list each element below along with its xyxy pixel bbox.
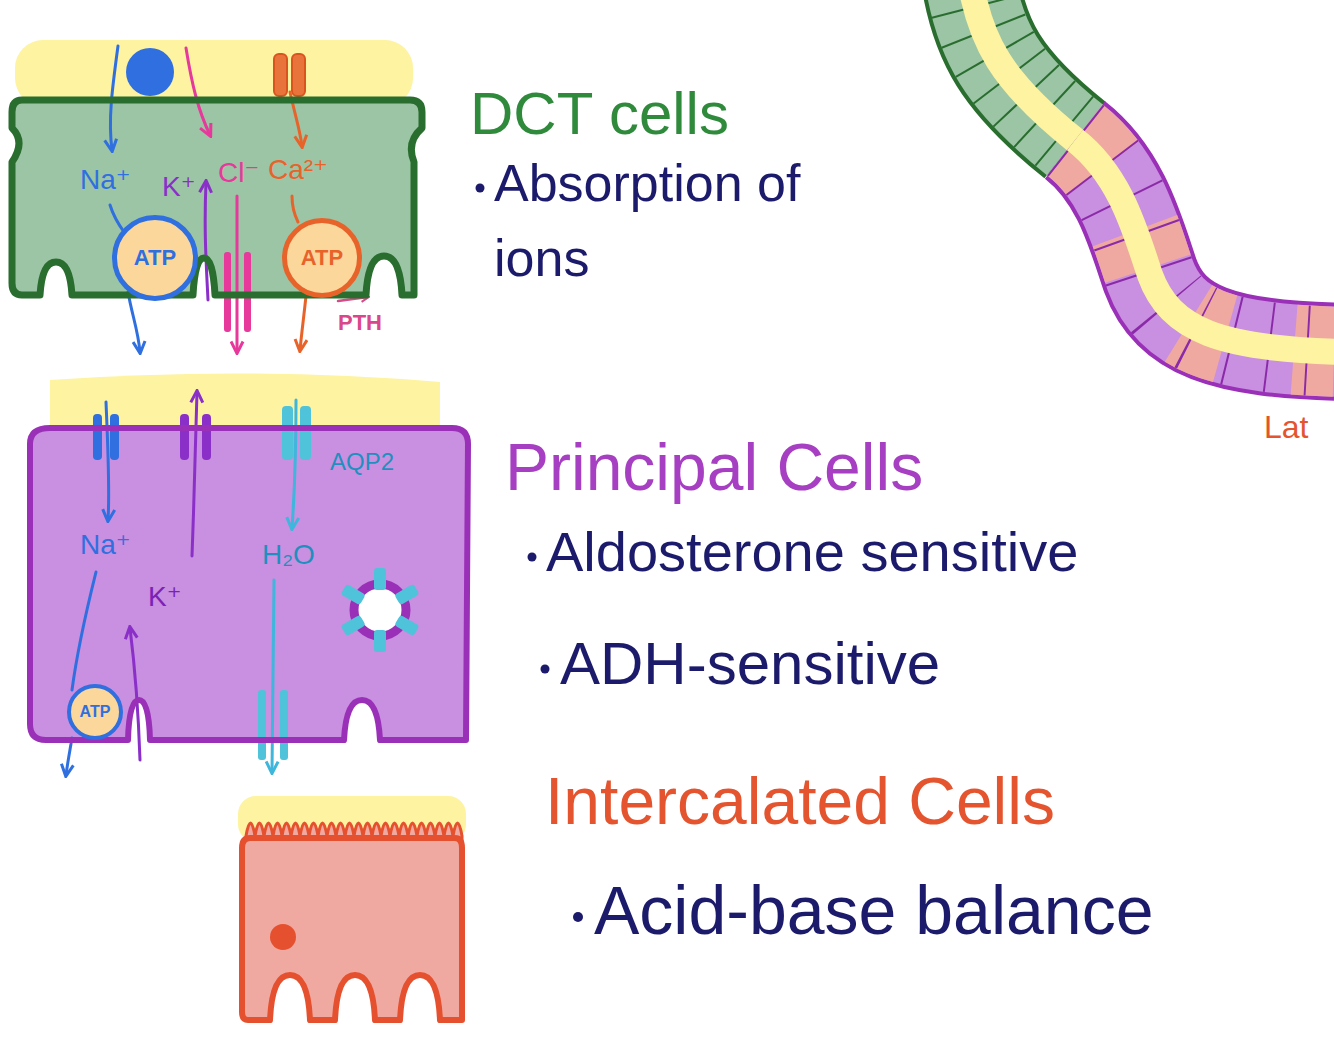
tubule-drawing bbox=[970, 0, 1075, 140]
dct-cell-art bbox=[128, 292, 140, 352]
dct-cell-art bbox=[15, 40, 413, 106]
dct-cell: Na⁺ K⁺ Cl⁻ Ca²⁺ ATP ATP bbox=[10, 98, 424, 298]
dct-cell-art bbox=[274, 54, 287, 96]
dct-cell-outline bbox=[10, 98, 424, 298]
principal-cell-art bbox=[341, 615, 366, 636]
principal-cell-art bbox=[202, 414, 211, 460]
dct-cell-art bbox=[300, 296, 306, 350]
dct-cell-art bbox=[236, 196, 239, 352]
node-text: AQP2 bbox=[330, 448, 394, 477]
principal-cell-art bbox=[394, 584, 419, 605]
dct-cell-border bbox=[12, 100, 422, 295]
principal-cell-art bbox=[30, 428, 468, 740]
tubule-drawing bbox=[1075, 140, 1334, 352]
atp-pump: ATP bbox=[282, 218, 362, 298]
dct-cell-art bbox=[292, 196, 298, 222]
principal-cell-art bbox=[130, 628, 140, 760]
cell-heading: Intercalated Cells bbox=[545, 762, 1055, 841]
atp-circle bbox=[69, 686, 121, 738]
principal-cell: Na⁺ K⁺ AQP2H₂O ATP bbox=[30, 426, 470, 742]
principal-cell-art bbox=[106, 402, 109, 520]
node-text: Ca²⁺ bbox=[268, 153, 328, 187]
bullet-text: Acid-base balance bbox=[594, 870, 1153, 952]
dct-cell-art bbox=[110, 205, 124, 232]
node-text: ATP bbox=[80, 702, 111, 721]
cell-heading: DCT cells bbox=[470, 78, 729, 150]
bullet-dot bbox=[541, 665, 550, 674]
node-text: Cl⁻ bbox=[218, 156, 259, 190]
bullet-text: Absorption of ions bbox=[494, 146, 874, 297]
principal-cell-art bbox=[110, 414, 119, 460]
principal-cell-art bbox=[374, 630, 386, 652]
principal-cell-art bbox=[341, 568, 420, 652]
node-text: ATP bbox=[301, 245, 343, 271]
dct-cell-art bbox=[205, 182, 208, 300]
principal-cell-art bbox=[280, 690, 288, 760]
principal-cell-art bbox=[282, 406, 293, 460]
atp-circle bbox=[115, 218, 196, 299]
node-text: K⁺ bbox=[148, 580, 181, 614]
dct-cell-art bbox=[110, 46, 368, 352]
intercalated-cell-art bbox=[238, 796, 466, 1020]
principal-cell-border bbox=[30, 428, 468, 740]
dct-cell-art bbox=[126, 48, 174, 96]
tubule-drawing bbox=[1075, 140, 1334, 352]
atp-pump: ATP bbox=[112, 215, 198, 301]
atp-pump: ATP bbox=[67, 684, 123, 740]
principal-cell-art bbox=[374, 568, 386, 590]
bullet-dot bbox=[573, 912, 583, 922]
tubule-drawing bbox=[970, 0, 1075, 140]
dct-cell-art bbox=[292, 54, 305, 96]
bullet-dot bbox=[476, 184, 485, 193]
node-text: ATP bbox=[134, 245, 176, 271]
segment-label: Lat bbox=[1264, 408, 1308, 446]
tubule-drawing bbox=[970, 0, 1334, 352]
tubule-drawing bbox=[1075, 140, 1334, 352]
cell-heading: Principal Cells bbox=[505, 428, 923, 507]
bullet-text: ADH-sensitive bbox=[560, 628, 940, 700]
dct-cell-art bbox=[186, 48, 210, 135]
bullet-text: Aldosterone sensitive bbox=[546, 518, 1078, 585]
node-text: Na⁺ bbox=[80, 528, 131, 562]
principal-cell-art bbox=[300, 406, 311, 460]
principal-cell-art bbox=[72, 572, 96, 690]
intercalated-cell-art bbox=[270, 924, 296, 950]
principal-cell-art bbox=[93, 414, 102, 460]
principal-cell-art bbox=[66, 738, 72, 775]
dct-cell-art bbox=[12, 100, 422, 295]
dct-cell-art bbox=[12, 40, 422, 352]
tubule-drawing bbox=[1075, 140, 1334, 352]
intercalated-cell-art bbox=[242, 838, 462, 1020]
principal-cell-art bbox=[292, 400, 296, 528]
principal-cell-art bbox=[180, 414, 189, 460]
atp-circle bbox=[285, 221, 360, 296]
node-text: Na⁺ bbox=[80, 163, 131, 197]
node-text: H₂O bbox=[262, 538, 315, 572]
tubule-drawing bbox=[970, 0, 1075, 140]
principal-cell-art bbox=[354, 584, 406, 636]
principal-cell-art bbox=[192, 392, 197, 556]
principal-cell-art bbox=[258, 690, 266, 760]
node-text: K⁺ bbox=[162, 170, 195, 204]
principal-cell-art bbox=[30, 373, 468, 775]
tubule-drawing bbox=[970, 0, 1075, 140]
principal-cell-art bbox=[66, 392, 296, 775]
principal-cell-art bbox=[394, 615, 419, 636]
tubule-drawing bbox=[1075, 140, 1334, 352]
principal-cell-art bbox=[341, 584, 366, 605]
hormone-label: PTH bbox=[338, 310, 382, 336]
principal-cell-art bbox=[272, 580, 274, 772]
bullet-dot bbox=[528, 553, 537, 562]
